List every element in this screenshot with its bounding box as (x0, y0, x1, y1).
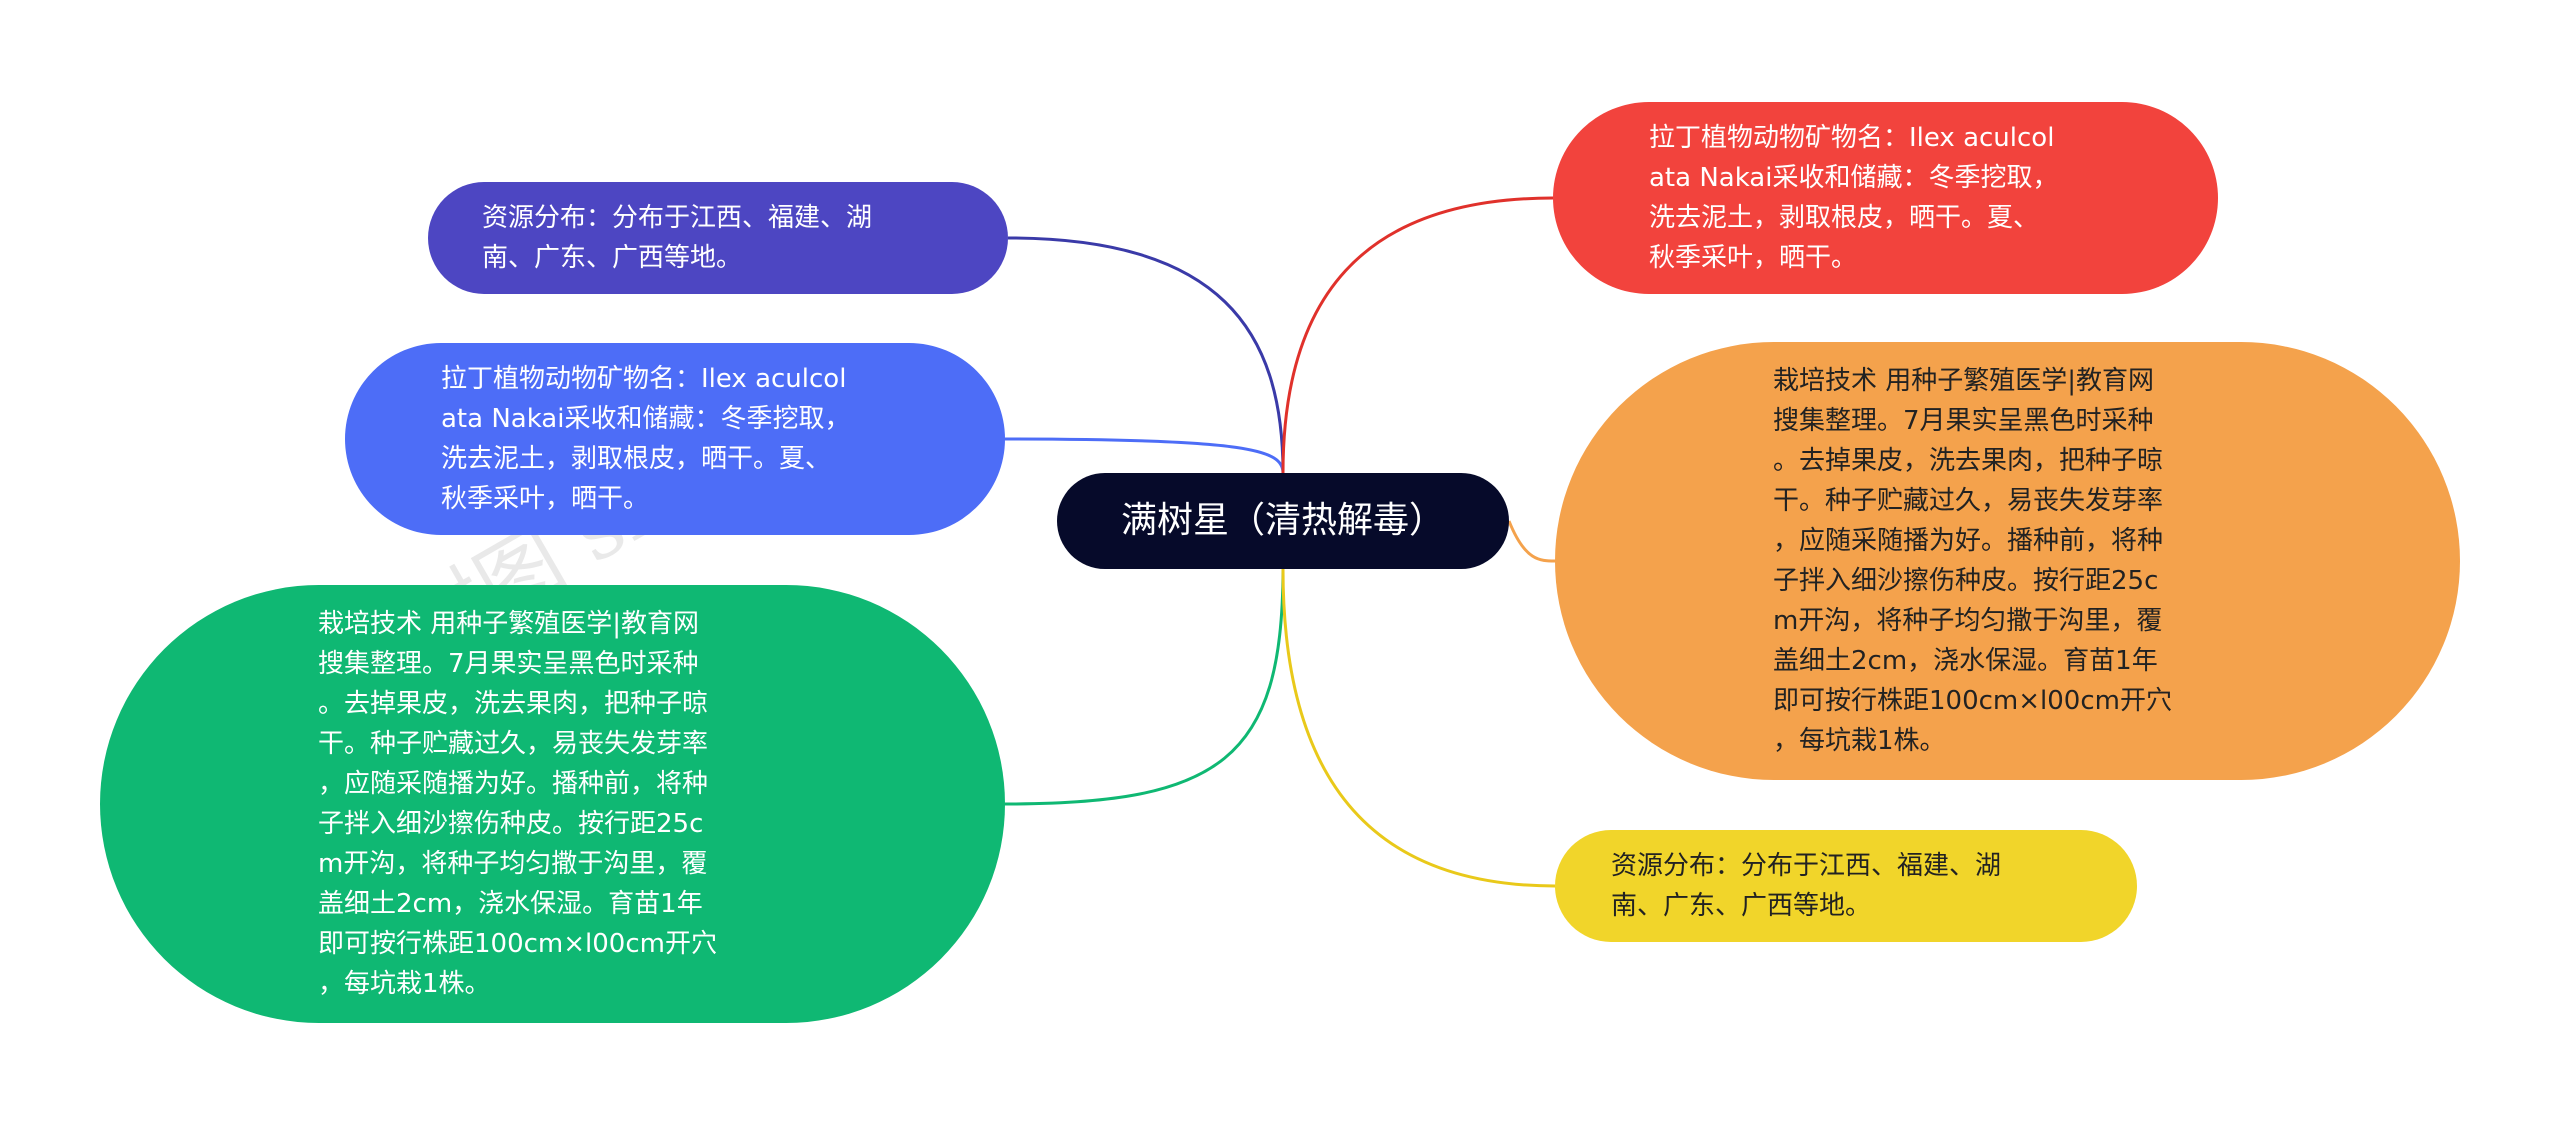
branch-text: 资源分布：分布于江西、福建、湖 南、广东、广西等地。 (482, 203, 873, 273)
connector-left-2 (1004, 437, 1285, 474)
connector-left-3 (1004, 568, 1285, 806)
branch-left-cultivation[interactable]: 栽培技术 用种子繁殖医学|教育网 搜集整理。7月果实呈黑色时采种 。去掉果皮，洗… (100, 585, 1005, 1023)
branch-text: 拉丁植物动物矿物名：Ilex aculcol ata Nakai采收和储藏：冬季… (1649, 123, 2059, 273)
branch-right-cultivation[interactable]: 栽培技术 用种子繁殖医学|教育网 搜集整理。7月果实呈黑色时采种 。去掉果皮，洗… (1555, 342, 2460, 780)
central-topic-label: 满树星（清热解毒） (1120, 500, 1445, 541)
central-topic[interactable]: 满树星（清热解毒） (1057, 473, 1509, 569)
connector-right-3 (1281, 568, 1556, 888)
branch-right-resource-distribution[interactable]: 资源分布：分布于江西、福建、湖 南、广东、广西等地。 (1555, 830, 2137, 942)
branch-text: 拉丁植物动物矿物名：Ilex aculcol ata Nakai采收和储藏：冬季… (441, 364, 851, 514)
branch-right-latin-name-harvest[interactable]: 拉丁植物动物矿物名：Ilex aculcol ata Nakai采收和储藏：冬季… (1553, 102, 2218, 294)
connector-left-1 (1007, 236, 1285, 474)
branch-text: 栽培技术 用种子繁殖医学|教育网 搜集整理。7月果实呈黑色时采种 。去掉果皮，洗… (1773, 366, 2172, 756)
branch-left-resource-distribution[interactable]: 资源分布：分布于江西、福建、湖 南、广东、广西等地。 (428, 182, 1008, 294)
branch-left-latin-name-harvest[interactable]: 拉丁植物动物矿物名：Ilex aculcol ata Nakai采收和储藏：冬季… (345, 343, 1005, 535)
connector-right-1 (1281, 196, 1554, 474)
branch-text: 资源分布：分布于江西、福建、湖 南、广东、广西等地。 (1611, 851, 2002, 921)
branch-text: 栽培技术 用种子繁殖医学|教育网 搜集整理。7月果实呈黑色时采种 。去掉果皮，洗… (318, 609, 717, 999)
connector-right-2 (1507, 520, 1556, 563)
